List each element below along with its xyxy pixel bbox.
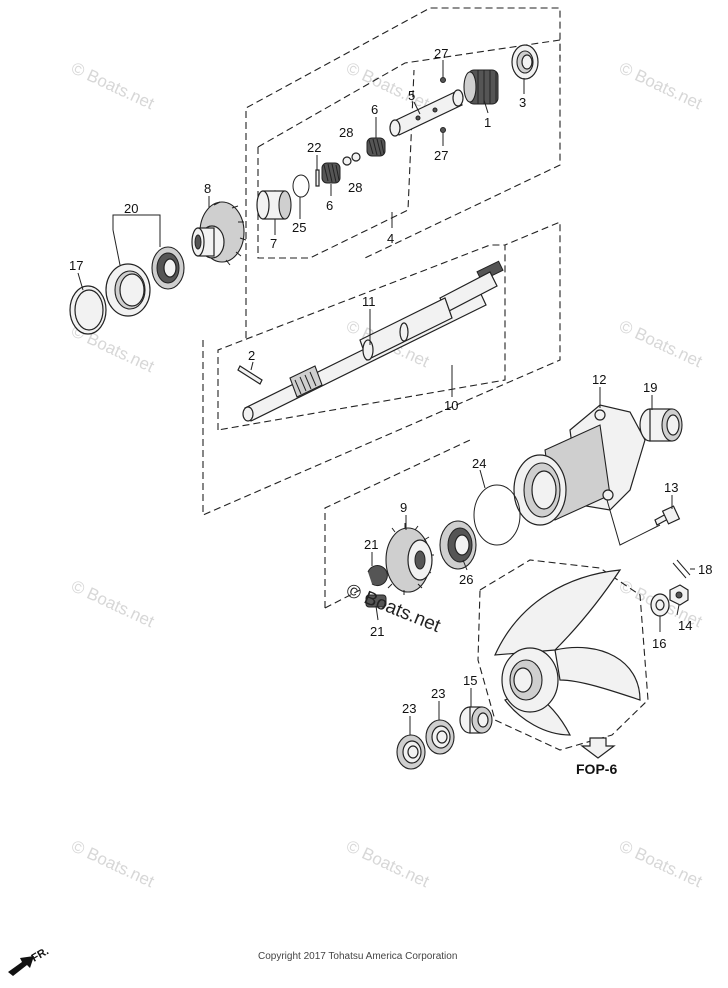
label-part-9: 9 [400, 500, 407, 515]
label-part-15: 15 [463, 673, 477, 688]
part-2-pin [237, 365, 263, 385]
label-part-23: 23 [431, 686, 445, 701]
label-part-27: 27 [434, 46, 448, 61]
part-13-bolt [654, 505, 681, 526]
part-20-bearing [151, 246, 185, 290]
part-3-oil-seal [511, 44, 539, 80]
label-part-20: 20 [124, 201, 138, 216]
propeller [494, 569, 641, 736]
part-1-clutch-gear [463, 69, 499, 105]
label-part-17: 17 [69, 258, 83, 273]
label-part-26: 26 [459, 572, 473, 587]
watermark: © Boats.net [616, 58, 705, 113]
part-14-nut [669, 584, 689, 606]
watermark: © Boats.net [343, 836, 432, 891]
label-part-8: 8 [204, 181, 211, 196]
part-18-cotter-pin [672, 559, 691, 579]
label-part-4: 4 [387, 231, 394, 246]
label-part-21: 21 [370, 624, 384, 639]
part-21-retainer-upper [367, 565, 388, 587]
label-part-22: 22 [307, 140, 321, 155]
part-8-bevel-gear [191, 201, 247, 266]
label-part-19: 19 [643, 380, 657, 395]
outline-propshaft [202, 221, 561, 516]
part-23-seal-lower [396, 734, 426, 770]
outline-lower [324, 439, 471, 608]
part-27-ball-bottom [440, 127, 446, 133]
part-16-washer [650, 593, 670, 617]
label-part-24: 24 [472, 456, 486, 471]
part-17-shim [69, 285, 107, 335]
watermark-center: © Boats.net [343, 580, 444, 637]
part-23-seal-upper [425, 719, 455, 755]
label-part-18: 18 [698, 562, 712, 577]
part-9-reverse-gear [385, 523, 434, 595]
front-label: FR. [30, 945, 51, 964]
part-27-ball-top [440, 77, 446, 83]
down-arrow-icon [580, 737, 616, 759]
part-6-spring-upper [366, 137, 386, 157]
part-22-pin [315, 169, 320, 187]
watermark: © Boats.net [68, 576, 157, 631]
part-24-o-ring [473, 484, 521, 546]
label-part-11: 11 [362, 294, 376, 309]
label-part-27: 27 [434, 148, 448, 163]
front-arrow-icon [8, 956, 34, 976]
part-labels: 27 1 3 5 6 27 28 28 22 6 25 7 4 8 20 17 … [69, 46, 712, 716]
part-11-propeller-shaft [242, 260, 504, 422]
label-part-21: 21 [364, 537, 378, 552]
part-26-ball-bearing [439, 520, 477, 570]
part-28-ball-b [351, 152, 361, 162]
front-direction-indicator: FR. [8, 945, 51, 976]
assembly-outlines [202, 7, 649, 751]
part-19-needle-bearing [639, 408, 683, 442]
label-part-6: 6 [371, 102, 378, 117]
outline-subassembly-top [257, 39, 561, 148]
part-6-spring-lower [321, 162, 341, 184]
part-20-bearing-race [105, 263, 151, 317]
label-part-13: 13 [664, 480, 678, 495]
label-part-25: 25 [292, 220, 306, 235]
label-part-3: 3 [519, 95, 526, 110]
label-part-12: 12 [592, 372, 606, 387]
part-28-ball-a [342, 156, 352, 166]
outline-propeller [477, 559, 649, 751]
part-15-spacer [459, 706, 493, 734]
label-part-6: 6 [326, 198, 333, 213]
part-5-shifter [389, 89, 464, 137]
outline-propshaft-inner [217, 244, 506, 431]
label-part-2: 2 [248, 348, 255, 363]
watermark: © Boats.net [68, 58, 157, 113]
outline-lower-bottom [324, 589, 361, 609]
label-part-28: 28 [348, 180, 362, 195]
outline-shaft-group [245, 7, 561, 338]
reference-label: FOP-6 [576, 761, 617, 777]
part-7-plunger [256, 190, 292, 220]
label-part-7: 7 [270, 236, 277, 251]
copyright-text: Copyright 2017 Tohatsu America Corporati… [258, 951, 457, 962]
label-part-5: 5 [408, 88, 415, 103]
label-part-10: 10 [444, 398, 458, 413]
part-25-circlip [292, 174, 310, 198]
reference-arrow-fop6: FOP-6 [576, 737, 617, 777]
label-part-16: 16 [652, 636, 666, 651]
watermark: © Boats.net [68, 836, 157, 891]
leader-lines [77, 60, 695, 735]
watermark: © Boats.net [616, 836, 705, 891]
watermark: © Boats.net [616, 316, 705, 371]
label-part-23: 23 [402, 701, 416, 716]
label-part-1: 1 [484, 115, 491, 130]
label-part-14: 14 [678, 618, 692, 633]
watermark: © Boats.net [343, 58, 432, 113]
part-12-bearing-housing [513, 404, 646, 526]
label-part-28: 28 [339, 125, 353, 140]
